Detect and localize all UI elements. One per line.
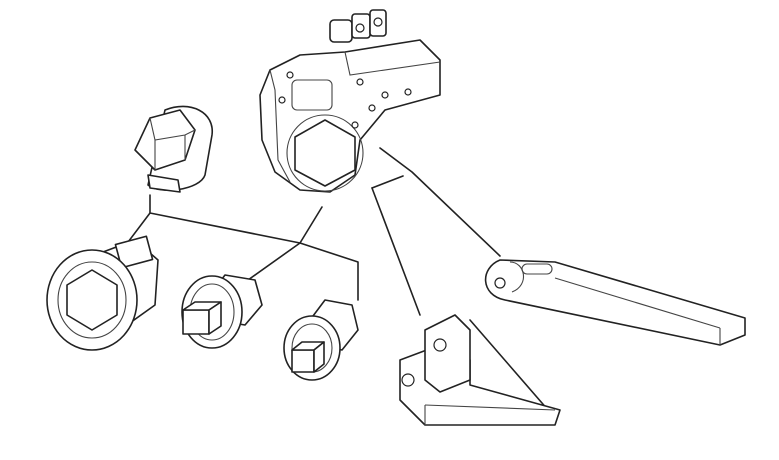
small-socket-2 <box>283 299 359 381</box>
hydraulic-wrench-head <box>259 9 441 193</box>
long-reaction-arm <box>484 259 746 346</box>
hex-opening <box>294 119 356 187</box>
small-socket-1 <box>181 274 263 349</box>
connector-lines <box>121 147 556 419</box>
short-reaction-arm <box>399 314 561 426</box>
large-socket <box>46 235 159 351</box>
hex-insert <box>134 105 213 193</box>
swivel-coupler <box>329 9 387 43</box>
